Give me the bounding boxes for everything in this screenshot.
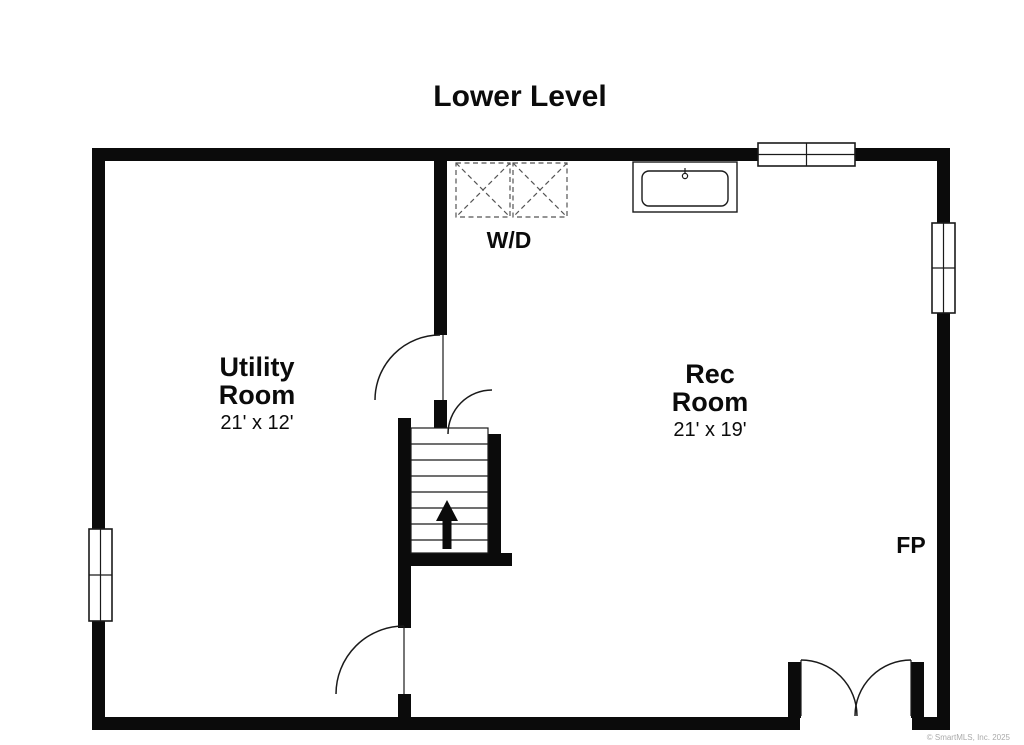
window-right — [931, 222, 956, 314]
rec-room-label: Rec Room 21' x 19' — [672, 359, 749, 441]
sink-faucet — [681, 172, 689, 180]
dryer-outline — [512, 162, 568, 218]
washer-diagonal — [455, 162, 511, 218]
utility-door-swing-arc — [374, 334, 441, 401]
french-door-right-arc — [854, 659, 912, 717]
wall-stair-right — [488, 434, 501, 553]
window-top — [757, 142, 856, 167]
laundry-sink — [632, 161, 738, 213]
plan-title: Lower Level — [433, 80, 606, 113]
sink-basin — [641, 170, 729, 207]
washer-outline — [455, 162, 511, 218]
wall-stair-bottom — [398, 553, 512, 566]
washer-dryer-space — [455, 162, 568, 218]
room-dimensions: 21' x 19' — [673, 419, 746, 441]
stair-up-arrow-icon — [436, 500, 458, 549]
wall-french-door-jamb-left — [788, 662, 801, 718]
wall-stair-left — [398, 418, 411, 566]
utility-room-label: Utility Room 21' x 12' — [219, 352, 296, 434]
double-french-doors — [800, 659, 912, 717]
room-name-line1: Utility — [219, 352, 294, 382]
room-name-line2: Room — [672, 387, 749, 417]
room-name-line2: Room — [219, 380, 296, 410]
french-door-left-arc — [800, 659, 858, 717]
copyright-text: © SmartMLS, Inc. 2025 — [927, 733, 1011, 742]
doors — [335, 334, 912, 717]
stair-door-swing-arc — [447, 389, 493, 435]
window-left — [88, 528, 113, 622]
stair-outline — [410, 427, 489, 554]
wall-left — [92, 148, 105, 730]
room-name-line1: Rec — [685, 359, 735, 389]
dryer-diagonal — [512, 162, 568, 218]
wall-bottom-left-segment — [92, 717, 800, 730]
wall-french-door-jamb-right — [911, 662, 924, 718]
wall-below-stairs-stub — [398, 694, 411, 717]
wall-door-hinge-stub — [434, 400, 447, 428]
washer-dryer-label: W/D — [487, 227, 532, 253]
room-dimensions: 21' x 12' — [220, 412, 293, 434]
staircase-up — [410, 427, 489, 554]
fireplace-label: FP — [896, 532, 925, 558]
interior-walls — [398, 161, 924, 718]
wall-interior-vertical — [434, 161, 447, 335]
lower-door-swing-arc — [335, 625, 405, 695]
wall-below-stairs — [398, 566, 411, 628]
wall-top — [92, 148, 950, 161]
